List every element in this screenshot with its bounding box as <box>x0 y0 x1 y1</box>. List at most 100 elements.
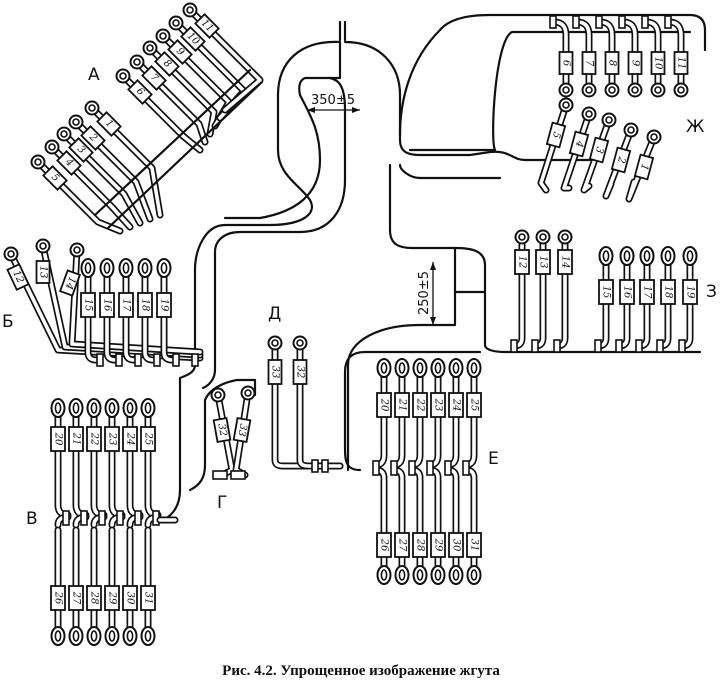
wire-number: 16 <box>102 299 113 312</box>
wire-number-tag: 8 <box>604 51 620 75</box>
wire-number-tag: 28 <box>412 532 428 558</box>
harness-clamp <box>462 460 470 476</box>
loop-lug-icon <box>86 398 102 418</box>
harness-clamp <box>390 460 398 476</box>
wire-number-tag: 12 <box>514 249 530 275</box>
harness-clamp <box>408 460 416 476</box>
wire-core <box>74 408 88 517</box>
wire-number-tag: 2 <box>610 146 632 174</box>
ring-lug-icon <box>514 229 530 245</box>
wire-number-tag: 7 <box>141 65 167 91</box>
group-label-v: В <box>26 509 38 529</box>
wire-number-tag: 30 <box>448 532 464 558</box>
wire-core <box>110 408 124 517</box>
harness-clamp <box>98 510 106 526</box>
wire-number-tag: 10 <box>180 26 206 52</box>
wire-number-tag: 22 <box>412 392 428 418</box>
harness-trunk <box>153 13 707 524</box>
wire-number-tag: 8 <box>154 51 180 77</box>
wire-number-tag: 29 <box>430 532 446 558</box>
wire-number: 31 <box>469 539 480 552</box>
group-label-zh: Ж <box>686 117 704 137</box>
wire-number: 16 <box>622 286 633 299</box>
wire-number: 13 <box>38 266 49 279</box>
wire-number: 13 <box>538 256 549 269</box>
harness-clamp <box>134 510 142 526</box>
wire-number-tag: 4 <box>568 130 590 158</box>
wire-number-tag: 11 <box>194 13 220 39</box>
loop-lug-icon <box>682 246 698 266</box>
ring-lug-icon <box>69 242 85 258</box>
wire-number: 32 <box>215 423 228 437</box>
ring-lug-icon <box>129 54 145 70</box>
loop-lug-icon <box>430 358 446 378</box>
ring-lug-icon <box>581 82 597 98</box>
wire-number: 28 <box>415 538 426 552</box>
loop-lug-icon <box>140 398 156 418</box>
dimension-350: 350±5 <box>307 93 360 113</box>
wire-number-tag: 11 <box>673 51 689 75</box>
harness-clamp <box>572 15 580 29</box>
wire-core <box>273 343 342 468</box>
wire-number: 25 <box>469 398 480 412</box>
harness-clamp <box>678 339 686 353</box>
wire-number: 14 <box>63 275 78 291</box>
wire-core <box>92 515 106 632</box>
wire-number-tag: 4 <box>56 150 82 176</box>
harness-clamp <box>549 15 557 29</box>
loop-lug-icon <box>50 398 66 418</box>
wire-number-tag: 18 <box>660 279 676 305</box>
wire-number: 3 <box>593 145 605 154</box>
wire-number-tag: 23 <box>104 426 120 452</box>
harness-clamp <box>116 510 124 526</box>
ring-lug-icon <box>557 229 573 245</box>
wire-number-tag: 26 <box>50 585 66 611</box>
ring-lug-icon <box>581 106 597 122</box>
wire-number: 25 <box>143 432 154 446</box>
wire-core <box>56 515 70 632</box>
harness-clamp <box>594 339 602 353</box>
wire-number-tag: 25 <box>140 426 156 452</box>
wire-number: 24 <box>451 398 462 412</box>
wire-number-tag: 5 <box>545 121 567 149</box>
harness-clamp <box>641 15 649 29</box>
wire-number: 2 <box>615 155 628 165</box>
wire-number: 22 <box>89 432 100 446</box>
wire-core <box>56 408 70 517</box>
wire-number: 22 <box>415 398 426 412</box>
wire-number: 14 <box>560 256 571 269</box>
wire-number: 4 <box>573 139 586 149</box>
wire-number: 18 <box>663 286 674 299</box>
harness-clamp <box>230 470 246 480</box>
wire-core <box>86 270 98 362</box>
wire-number-tag: 5 <box>42 165 68 191</box>
trunk-outline-top-zh <box>398 13 707 152</box>
wire-number-tag: 22 <box>86 426 102 452</box>
wire-number-tag: 20 <box>50 426 66 452</box>
wire-number: 11 <box>676 57 687 70</box>
wire-number: 27 <box>71 591 82 605</box>
ring-lug-icon <box>44 139 60 155</box>
wire-number-tag: 19 <box>156 292 172 318</box>
wire-number: 6 <box>561 60 572 67</box>
ring-lug-icon <box>182 2 198 18</box>
harness-clamp <box>656 339 664 353</box>
wire-core <box>74 515 88 632</box>
wire-number-tag: 19 <box>682 279 698 305</box>
ring-lug-icon <box>35 238 51 254</box>
ring-lug-icon <box>142 40 158 56</box>
wire-number: 23 <box>433 398 444 412</box>
ring-lug-icon <box>30 154 46 170</box>
loop-lug-icon <box>619 246 635 266</box>
loop-lug-icon <box>104 626 120 646</box>
wire <box>271 341 344 470</box>
harness-clamp <box>426 460 434 476</box>
harness-clamp <box>212 470 228 480</box>
wire-number: 30 <box>451 539 462 552</box>
wire-number: 28 <box>89 591 100 605</box>
wire-number-tag: 15 <box>80 292 96 318</box>
wire-number-tag: 1 <box>96 111 122 137</box>
